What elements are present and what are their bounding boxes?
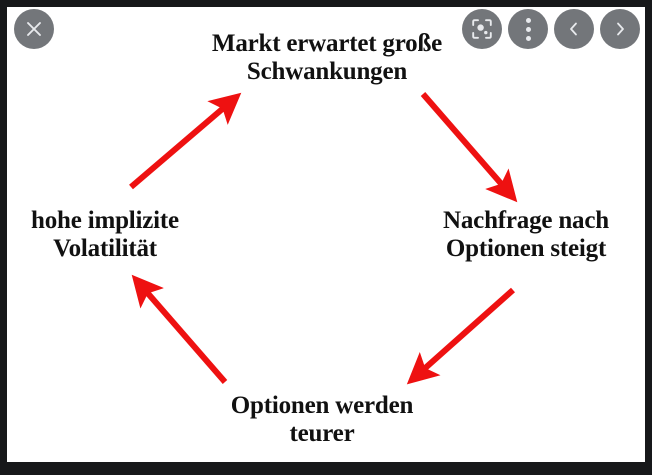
close-button[interactable] — [14, 9, 54, 49]
arrow-right-to-bottom — [406, 287, 515, 385]
diagram-canvas: Markt erwartet große Schwankungen Nachfr… — [7, 7, 645, 462]
close-icon — [25, 20, 43, 38]
diagram-node-left: hohe implizite Volatilität — [31, 207, 179, 262]
google-lens-button[interactable] — [462, 9, 502, 49]
arrow-top-to-right — [420, 92, 518, 203]
arrow-left-to-top — [129, 92, 242, 190]
arrow-bottom-to-left — [131, 274, 228, 384]
diagram-node-bottom: Optionen werden teurer — [230, 392, 414, 447]
next-image-button[interactable] — [600, 9, 640, 49]
google-lens-icon — [471, 18, 493, 40]
more-vertical-icon — [525, 16, 531, 43]
chevron-left-icon — [566, 21, 582, 37]
more-options-button[interactable] — [508, 9, 548, 49]
diagram-node-right: Nachfrage nach Optionen steigt — [443, 207, 609, 262]
previous-image-button[interactable] — [554, 9, 594, 49]
chevron-right-icon — [612, 21, 628, 37]
diagram-node-top: Markt erwartet große Schwankungen — [211, 30, 443, 85]
